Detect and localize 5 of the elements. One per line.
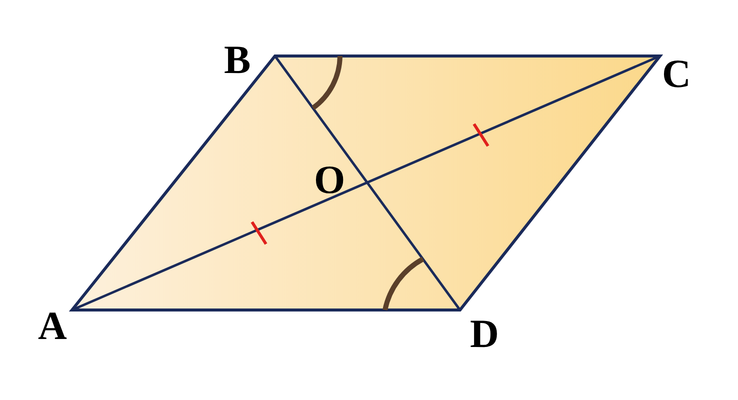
vertex-label: C bbox=[662, 54, 691, 94]
vertex-label: O bbox=[314, 160, 346, 200]
vertex-label: D bbox=[470, 314, 499, 354]
vertex-label: A bbox=[38, 306, 67, 346]
vertex-label: B bbox=[224, 40, 251, 80]
